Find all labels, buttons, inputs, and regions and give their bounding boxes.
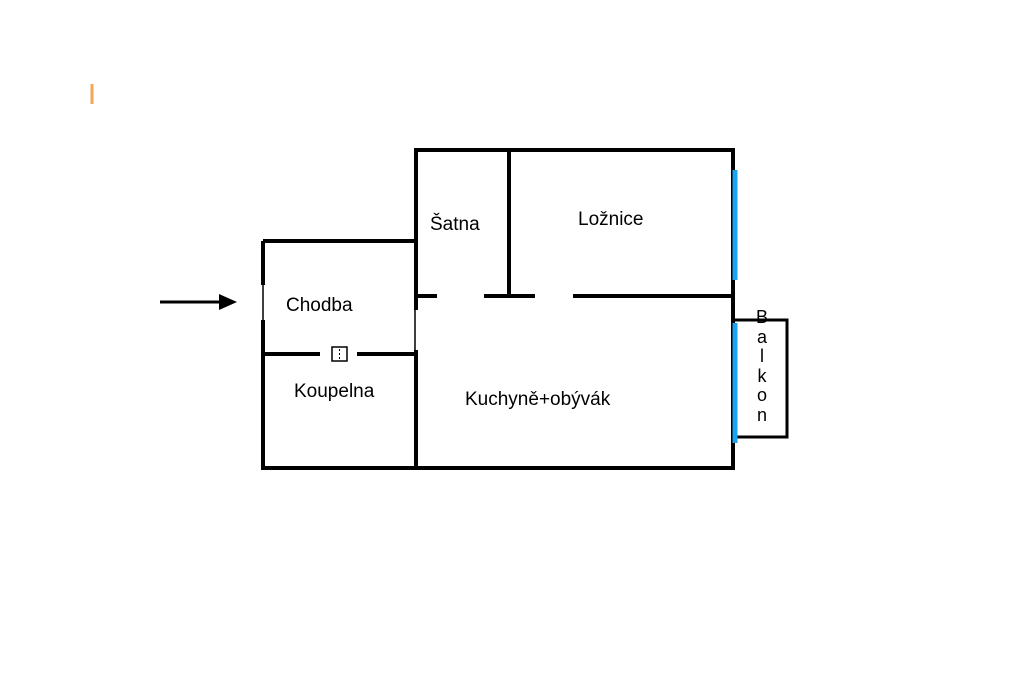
room-label-chodba: Chodba: [286, 295, 353, 316]
balkon-letter: l: [760, 346, 764, 366]
room-label-koupelna: Koupelna: [294, 381, 375, 402]
room-label-balkon: B a l k o n: [752, 307, 772, 425]
room-label-satna: Šatna: [430, 214, 480, 235]
balkon-letter: a: [756, 326, 767, 347]
balkon-letter: o: [756, 385, 767, 405]
balkon-letter: k: [757, 365, 767, 386]
entrance-arrow-icon: [160, 294, 237, 310]
balkon-letter: n: [756, 404, 767, 425]
room-label-loznice: Ložnice: [578, 209, 644, 230]
balkon-letter: B: [755, 307, 768, 327]
room-label-kuchyne: Kuchyně+obývák: [465, 389, 611, 410]
bathroom-door-icon: [331, 346, 348, 362]
